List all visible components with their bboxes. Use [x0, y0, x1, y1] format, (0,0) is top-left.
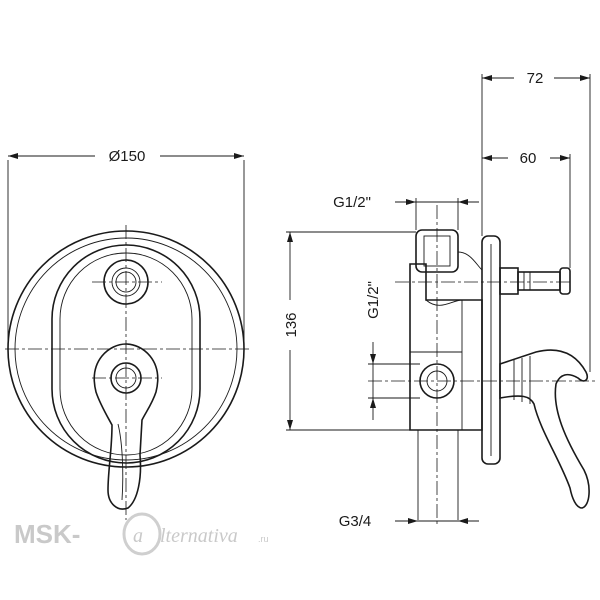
stem-collar [499, 267, 519, 295]
g12side-arrow-top [370, 354, 376, 364]
oval-body-inner [59, 252, 193, 456]
dim136-label: 136 [283, 312, 300, 337]
watermark-brand: MSK- [14, 519, 80, 549]
diverter-knob [103, 259, 149, 305]
dim136-arrow-top [287, 232, 293, 242]
dim136-arrow-bottom [287, 420, 293, 430]
g12side-arrow-bottom [370, 398, 376, 408]
dim72-label: 72 [527, 70, 544, 87]
side-inlet [419, 363, 455, 399]
diameter-label: Ø150 [109, 148, 146, 165]
dim60-label: 60 [520, 150, 537, 167]
top-inlet-thread [423, 235, 451, 267]
g34-label: G3/4 [339, 513, 372, 530]
side-inlet-bore [426, 370, 448, 392]
top-inlet [415, 229, 459, 273]
g34-arrow-left [408, 518, 418, 524]
g34-arrow-right [458, 518, 468, 524]
oval-body-outer [51, 244, 201, 464]
diameter-arrow-right [234, 153, 244, 159]
side-view: 72 60 G1/2" 136 G1/2" G3/4 [283, 70, 595, 530]
diverter-knob-inner [111, 267, 141, 297]
dim72-arrow-right [580, 75, 590, 81]
g12side-label: G1/2" [365, 281, 382, 319]
watermark-script-letter: a [133, 525, 143, 547]
body-profile [409, 263, 483, 431]
lever-profile [499, 349, 590, 509]
dim60-arrow-right [560, 155, 570, 161]
watermark-rest: lternativa [160, 525, 238, 547]
dim72-arrow-left [482, 75, 492, 81]
watermark-tld: .ru [258, 534, 269, 544]
dim60-arrow-left [482, 155, 492, 161]
lever-hub-inner [115, 367, 137, 389]
top-inlet-neck [457, 251, 483, 271]
watermark-logo-mark [122, 512, 162, 556]
g12top-arrow-right [458, 199, 468, 205]
front-view: Ø150 [5, 148, 250, 520]
g12top-arrow-left [406, 199, 416, 205]
lever-handle [93, 343, 159, 510]
lever-contour [117, 423, 124, 501]
diverter-knob-core [115, 271, 137, 293]
watermark: MSK- a lternativa .ru [14, 512, 269, 556]
body-shoulder [425, 299, 463, 306]
g12top-label: G1/2" [333, 194, 371, 211]
lever-hub [110, 362, 142, 394]
diameter-arrow-left [8, 153, 18, 159]
escutcheon-inner [14, 237, 238, 461]
stem-cap [559, 267, 571, 295]
